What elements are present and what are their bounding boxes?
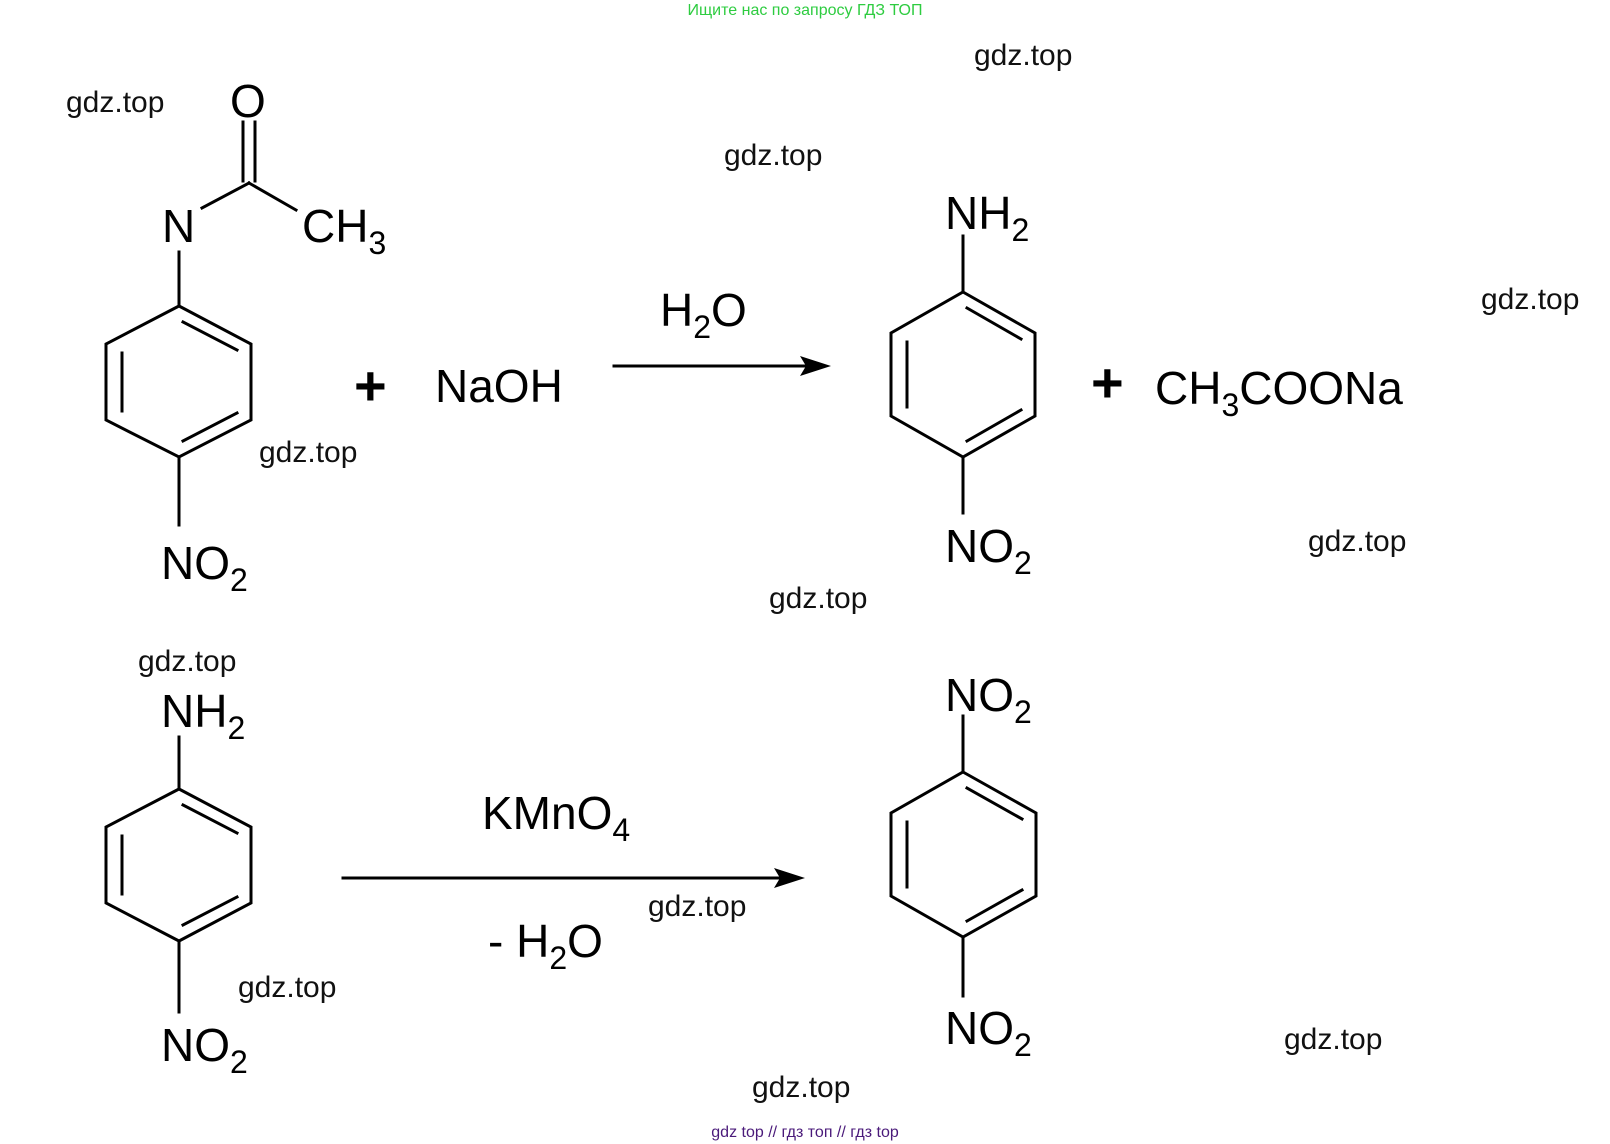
footer-links: gdz top // гдз топ // гдз top <box>711 1124 899 1141</box>
methyl-label: CH3 <box>302 200 387 261</box>
product-1-nitro-label: NO2 <box>945 520 1032 581</box>
product-1-amino-label: NH2 <box>945 187 1030 248</box>
arrow-head-1 <box>800 356 831 376</box>
watermark: gdz.top <box>1481 283 1580 316</box>
byproduct-sodium-acetate: CH3COONa <box>1155 362 1403 423</box>
watermark: gdz.top <box>259 436 358 469</box>
benzene-ring-reactant-2 <box>104 787 253 943</box>
watermark: gdz.top <box>769 582 868 615</box>
watermark: gdz.top <box>138 645 237 678</box>
plus-sign-2: + <box>1091 351 1124 414</box>
condition-minus-water: - H2O <box>488 915 603 976</box>
watermark: gdz.top <box>1284 1023 1383 1056</box>
benzene-ring-reactant-1 <box>104 304 253 459</box>
reactant-1-nitro-label: NO2 <box>161 537 248 598</box>
product-2-bottom-nitro-label: NO2 <box>945 1002 1032 1063</box>
watermark: gdz.top <box>238 971 337 1004</box>
watermark: gdz.top <box>974 39 1073 72</box>
search-hint-banner: Ищите нас по запросу ГДЗ ТОП <box>687 2 923 19</box>
arrow-head-2 <box>774 868 805 888</box>
bond-c-ch3 <box>246 180 299 213</box>
bond-n-c <box>199 180 252 211</box>
watermark: gdz.top <box>66 86 165 119</box>
amide-nitrogen-label: N <box>162 200 196 252</box>
reactant-2-nitro-label: NO2 <box>161 1019 248 1080</box>
benzene-ring-product-2 <box>889 770 1038 939</box>
benzene-ring-product-1 <box>889 290 1037 459</box>
condition-kmno4: KMnO4 <box>482 787 631 848</box>
product-2-top-nitro-label: NO2 <box>945 669 1032 730</box>
watermark: gdz.top <box>648 890 747 923</box>
watermark: gdz.top <box>724 139 823 172</box>
reagent-naoh: NaOH <box>435 360 563 412</box>
carbonyl-oxygen-label: O <box>230 75 266 127</box>
reactant-2-amino-label: NH2 <box>161 685 246 746</box>
watermark: gdz.top <box>1308 525 1407 558</box>
condition-water: H2O <box>660 284 747 345</box>
plus-sign-1: + <box>354 354 387 417</box>
watermark: gdz.top <box>752 1071 851 1104</box>
